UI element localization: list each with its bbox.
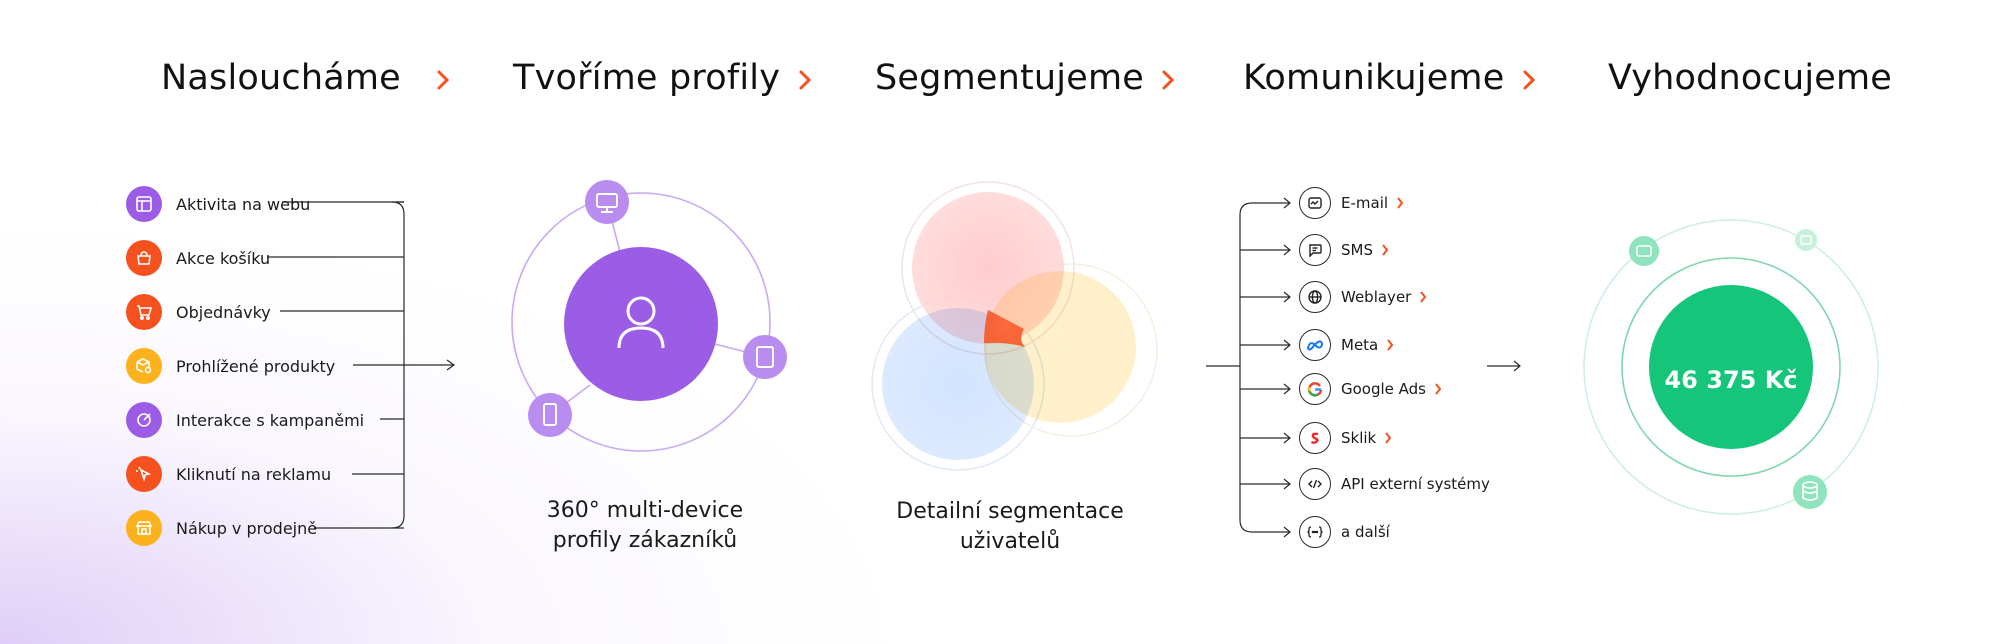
desktop-icon xyxy=(585,180,629,224)
meta-icon xyxy=(1299,329,1331,361)
stage-title-profiles: Tvoříme profily xyxy=(513,58,781,98)
user-icon xyxy=(617,296,665,349)
list-item-basket-actions: Akce košíku xyxy=(126,240,270,276)
chevron-right-icon xyxy=(1397,197,1404,209)
web-activity-icon xyxy=(126,186,162,222)
channel-sms[interactable]: SMS xyxy=(1299,234,1389,266)
segments-caption: Detailní segmentace uživatelů xyxy=(896,499,1124,554)
chevron-right-icon xyxy=(1385,432,1392,444)
chevron-right-icon xyxy=(1420,291,1427,303)
box-search-icon xyxy=(126,348,162,384)
tablet-icon xyxy=(743,335,787,379)
revenue-core xyxy=(1649,285,1813,449)
cursor-click-icon xyxy=(126,456,162,492)
stage-title-communication: Komunikujeme xyxy=(1243,58,1505,98)
revenue-value: 46 375 Kč xyxy=(1664,366,1798,394)
cart-icon xyxy=(126,294,162,330)
stage-title-segmentation: Segmentujeme xyxy=(875,58,1144,98)
outer-ring xyxy=(1583,219,1879,515)
segment-overlap xyxy=(984,310,1025,347)
channel-email[interactable]: E-mail xyxy=(1299,187,1404,219)
globe-icon xyxy=(1299,281,1331,313)
database-icon xyxy=(1793,475,1827,509)
target-icon xyxy=(126,402,162,438)
segmentation-venn xyxy=(871,181,1158,471)
channel-meta[interactable]: Meta xyxy=(1299,329,1394,361)
chevron-right-icon xyxy=(1382,244,1389,256)
basket-icon xyxy=(126,240,162,276)
chevron-right-icon xyxy=(1387,339,1394,351)
profile-orbit xyxy=(511,180,787,452)
source-connectors xyxy=(267,201,456,529)
channel-api[interactable]: API externí systémy xyxy=(1299,468,1490,500)
more-icon xyxy=(1299,516,1331,548)
store-badge-icon xyxy=(1795,229,1817,251)
code-icon xyxy=(1299,468,1331,500)
chevron-right-icon xyxy=(1523,70,1536,90)
sklik-icon xyxy=(1299,422,1331,454)
channel-sklik[interactable]: Sklik xyxy=(1299,422,1392,454)
arrow-head xyxy=(446,359,456,371)
channel-more[interactable]: a další xyxy=(1299,516,1390,548)
evaluation-orbit xyxy=(1583,219,1879,515)
channel-connectors xyxy=(1206,197,1521,538)
list-item-viewed-products: Prohlížené produkty xyxy=(126,348,335,384)
list-item-web-activity: Aktivita na webu xyxy=(126,186,310,222)
list-item-store-purchase: Nákup v prodejně xyxy=(126,510,317,546)
chevron-right-icon xyxy=(1162,70,1175,90)
list-item-campaign-interactions: Interakce s kampaněmi xyxy=(126,402,364,438)
orbit-ring xyxy=(511,192,771,452)
google-icon xyxy=(1299,373,1331,405)
channel-google-ads[interactable]: Google Ads xyxy=(1299,373,1442,405)
chat-bubble-icon xyxy=(1299,234,1331,266)
store-icon xyxy=(126,510,162,546)
channel-weblayer[interactable]: Weblayer xyxy=(1299,281,1427,313)
stage-title-listening: Nasloucháme xyxy=(161,58,401,98)
email-icon xyxy=(1299,187,1331,219)
profiles-caption: 360° multi-device profily zákazníků xyxy=(546,498,744,553)
list-item-ad-clicks: Kliknutí na reklamu xyxy=(126,456,331,492)
mobile-icon xyxy=(528,393,572,437)
card-icon xyxy=(1629,236,1659,266)
inner-ring xyxy=(1621,257,1841,477)
chevron-right-icon xyxy=(1435,383,1442,395)
stage-title-evaluation: Vyhodnocujeme xyxy=(1608,58,1893,98)
chevron-right-icon xyxy=(799,70,812,90)
segment-circle xyxy=(984,271,1136,423)
chevron-right-icon xyxy=(437,70,450,90)
list-item-orders: Objednávky xyxy=(126,294,271,330)
